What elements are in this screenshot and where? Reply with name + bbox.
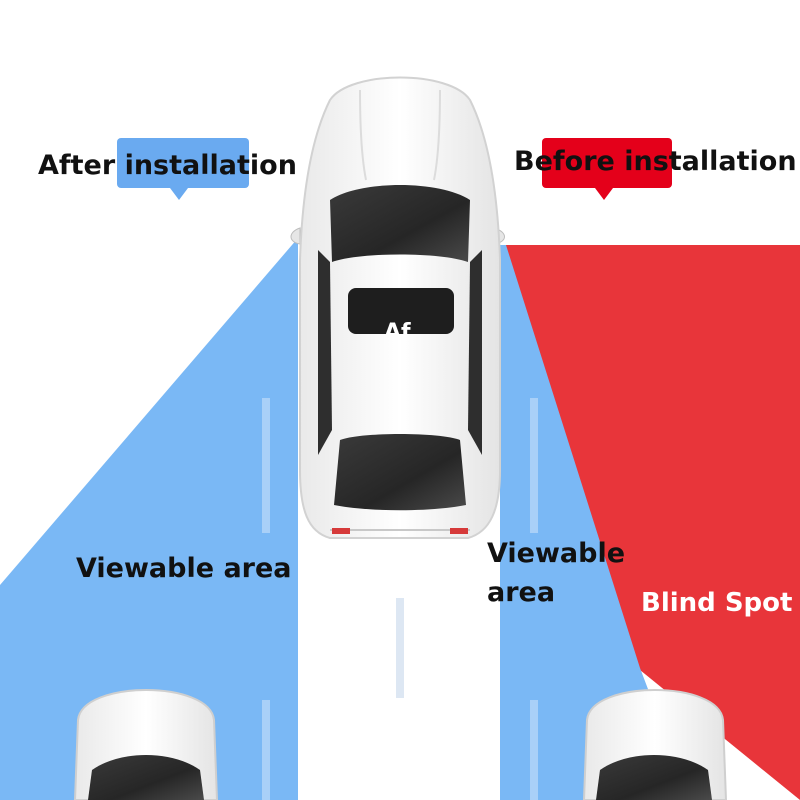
- car-roof-text: Af: [384, 320, 411, 334]
- after-badge-tail: [170, 188, 188, 200]
- windshield: [330, 185, 470, 262]
- rear-car-right: [582, 689, 728, 800]
- viewable-area-left-label: Viewable area: [76, 553, 292, 584]
- blind-spot-zone: [504, 245, 800, 800]
- before-badge: [542, 138, 672, 188]
- sunroof: [348, 288, 454, 334]
- viewable-zone-left: [0, 238, 298, 800]
- rear-car-left: [73, 689, 219, 800]
- rear-window: [334, 434, 466, 511]
- main-car: [290, 76, 505, 539]
- after-badge: [117, 138, 249, 188]
- before-badge-tail: [595, 188, 613, 200]
- viewable-zone-right: [500, 245, 690, 800]
- viewable-area-right-label-line1: Viewable: [487, 538, 626, 569]
- after-installation-label: After installation: [38, 150, 297, 181]
- viewable-area-right-label-line2: area: [487, 577, 556, 608]
- blind-spot-label: Blind Spot: [641, 588, 793, 618]
- before-installation-label: Before installation: [514, 146, 797, 177]
